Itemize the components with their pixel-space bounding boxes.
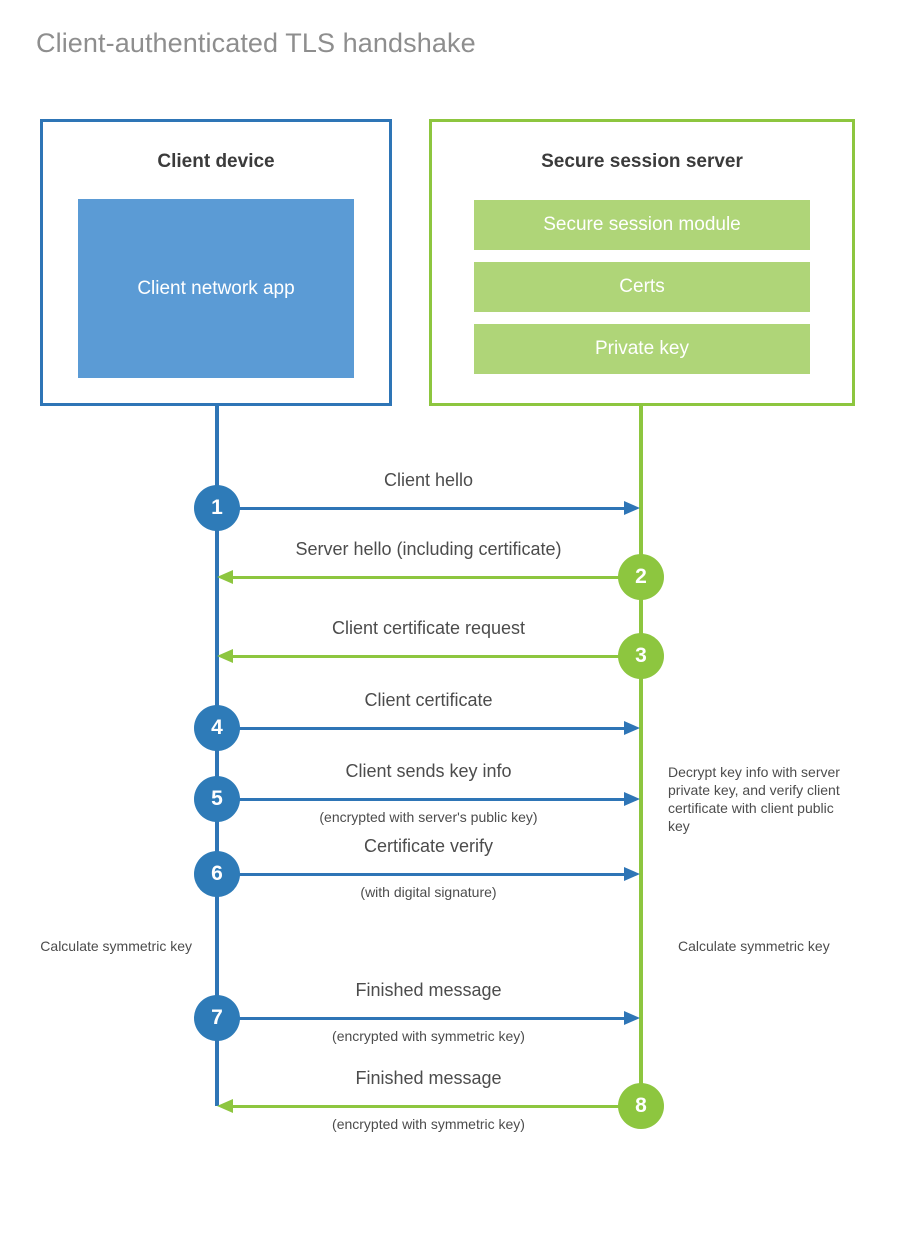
message-sublabel-step-8: (encrypted with symmetric key) <box>332 1116 525 1132</box>
arrow-head-icon-step-3 <box>217 649 233 663</box>
arrow-head-icon-step-8 <box>217 1099 233 1113</box>
step-number-badge-6: 6 <box>194 851 240 897</box>
message-sublabel-step-6: (with digital signature) <box>360 884 497 900</box>
secure-session-server-title: Secure session server <box>541 151 743 172</box>
message-label-step-2: Server hello (including certificate) <box>295 539 562 559</box>
client-device-title: Client device <box>157 151 275 172</box>
arrow-head-icon-step-6 <box>624 867 640 881</box>
note-server-decrypt: Decrypt key info with server private key… <box>668 764 840 834</box>
client-device-box: Client device Client network app <box>40 119 392 406</box>
page-title: Client-authenticated TLS handshake <box>36 28 476 58</box>
step-number-badge-4: 4 <box>194 705 240 751</box>
arrow-head-icon-step-7 <box>624 1011 640 1025</box>
arrow-head-icon-step-4 <box>624 721 640 735</box>
step-number-badge-2: 2 <box>618 554 664 600</box>
arrow-head-icon-step-5 <box>624 792 640 806</box>
client-lifeline <box>215 406 219 1106</box>
arrow-line-step-7 <box>217 1017 624 1020</box>
arrow-line-step-1 <box>217 507 624 510</box>
arrow-line-step-3 <box>233 655 641 658</box>
arrow-line-step-6 <box>217 873 624 876</box>
message-label-step-7: Finished message <box>355 980 502 1000</box>
step-number-badge-7: 7 <box>194 995 240 1041</box>
arrow-line-step-5 <box>217 798 624 801</box>
note-client-calculate-symmetric-key: Calculate symmetric key <box>40 938 192 954</box>
message-label-step-3: Client certificate request <box>331 618 526 638</box>
step-number-badge-8: 8 <box>618 1083 664 1129</box>
step-number-badge-1: 1 <box>194 485 240 531</box>
message-label-step-5: Client sends key info <box>345 761 512 781</box>
server-component-secure-session-module: Secure session module <box>474 200 810 250</box>
client-network-app-block: Client network app <box>78 199 354 378</box>
arrow-line-step-8 <box>233 1105 641 1108</box>
step-number-badge-5: 5 <box>194 776 240 822</box>
message-label-step-1: Client hello <box>383 470 474 490</box>
server-component-certs: Certs <box>474 262 810 312</box>
message-label-step-8: Finished message <box>355 1068 502 1088</box>
arrow-head-icon-step-1 <box>624 501 640 515</box>
step-number-badge-3: 3 <box>618 633 664 679</box>
server-component-private-key: Private key <box>474 324 810 374</box>
message-label-step-4: Client certificate <box>364 690 493 710</box>
server-lifeline <box>639 406 643 1106</box>
secure-session-server-box: Secure session server Secure session mod… <box>429 119 855 406</box>
arrow-line-step-4 <box>217 727 624 730</box>
note-server-calculate-symmetric-key: Calculate symmetric key <box>678 938 830 954</box>
arrow-head-icon-step-2 <box>217 570 233 584</box>
message-label-step-6: Certificate verify <box>363 836 494 856</box>
arrow-line-step-2 <box>233 576 641 579</box>
message-sublabel-step-5: (encrypted with server's public key) <box>319 809 538 825</box>
message-sublabel-step-7: (encrypted with symmetric key) <box>332 1028 525 1044</box>
